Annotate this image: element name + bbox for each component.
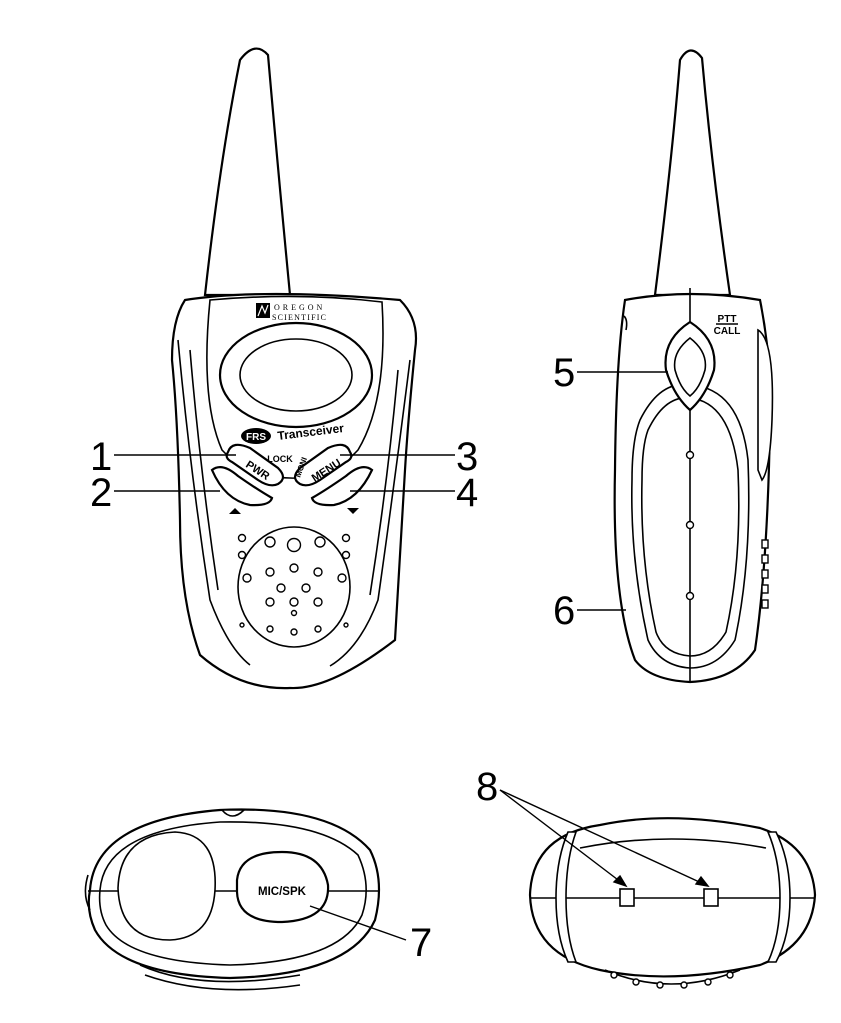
bottom-jack-row xyxy=(604,969,741,989)
callout-lines xyxy=(114,371,710,941)
down-button[interactable] xyxy=(310,465,374,507)
frs-badge-label: FRS xyxy=(246,432,266,443)
brand-line2: SCIENTIFIC xyxy=(272,313,327,322)
callout-1: 1 xyxy=(90,435,112,479)
up-button[interactable] xyxy=(210,465,274,507)
front-view: OREGON SCIENTIFIC FRS Transceiver LOCK P… xyxy=(170,47,418,690)
antenna-base xyxy=(117,831,216,941)
mic-spk-grille: MIC/SPK xyxy=(235,850,330,924)
speaker-holes xyxy=(237,533,351,636)
side-antenna xyxy=(653,49,732,297)
front-antenna xyxy=(203,47,292,297)
speaker-grille xyxy=(237,526,351,648)
callout-2: 2 xyxy=(90,471,112,515)
frs-badge xyxy=(241,428,271,444)
side-jacks xyxy=(761,539,769,609)
ptt-button[interactable] xyxy=(664,320,716,412)
callout-7: 7 xyxy=(410,921,432,965)
callout-4: 4 xyxy=(456,471,478,515)
bottom-view xyxy=(528,817,817,989)
contact-right xyxy=(703,888,719,907)
callout-3: 3 xyxy=(456,435,478,479)
ptt-label: PTT xyxy=(718,314,737,325)
down-arrow-icon xyxy=(347,508,359,514)
mic-spk-label: MIC/SPK xyxy=(258,886,307,898)
contact-left xyxy=(619,888,635,907)
brand-line1: OREGON xyxy=(274,303,325,312)
callout-5: 5 xyxy=(553,351,575,395)
call-label: CALL xyxy=(714,326,741,337)
side-body xyxy=(613,292,772,684)
top-view: MIC/SPK xyxy=(84,808,381,991)
callout-6: 6 xyxy=(553,589,575,633)
up-arrow-icon xyxy=(229,508,241,514)
callout-8: 8 xyxy=(476,765,498,809)
brand-logo: OREGON SCIENTIFIC xyxy=(256,303,327,322)
display-window xyxy=(239,338,353,412)
side-view: PTT CALL xyxy=(613,49,774,684)
lock-label: LOCK xyxy=(267,454,293,464)
